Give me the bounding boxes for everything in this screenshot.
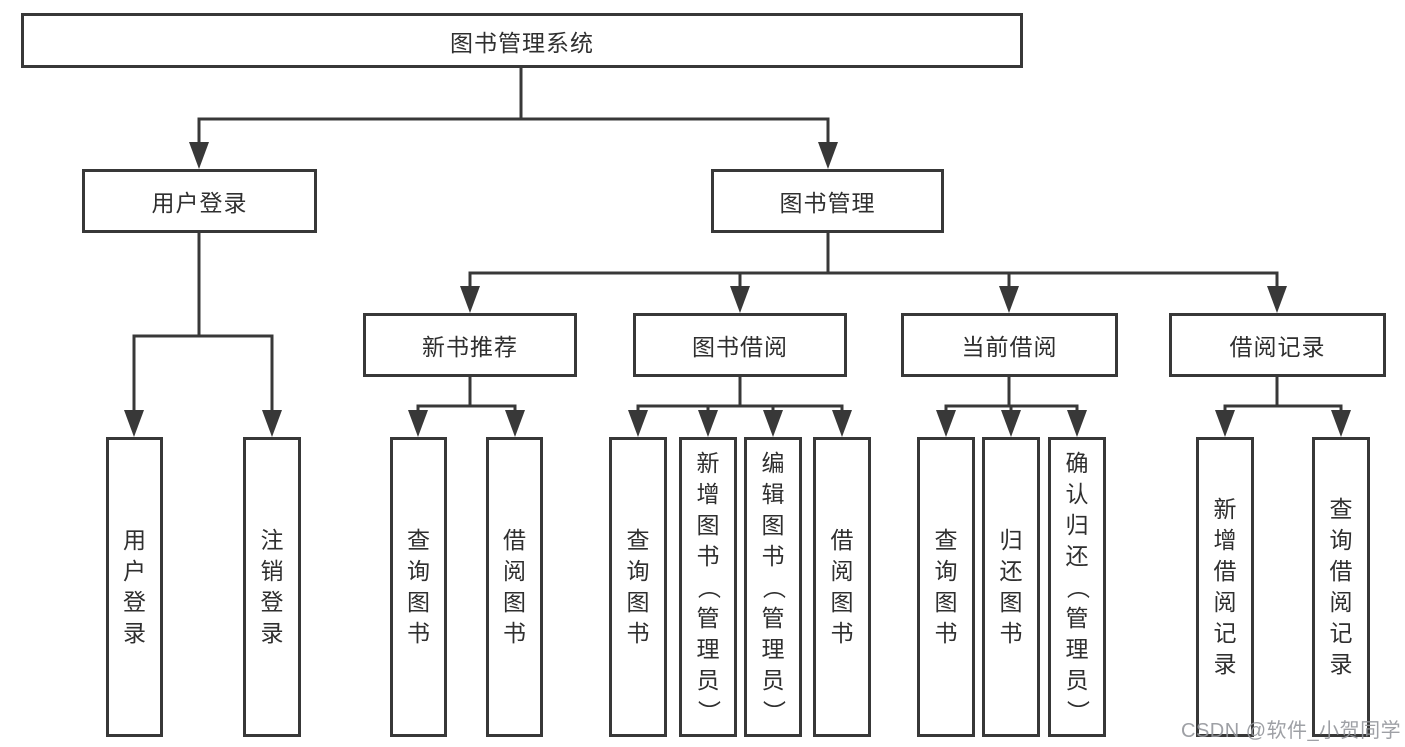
leaf-borrow-books: 借阅图书 bbox=[813, 437, 871, 737]
arrow-down-icon bbox=[408, 410, 428, 437]
arrow-down-icon bbox=[999, 286, 1019, 313]
leaf-logout: 注销登录 bbox=[243, 437, 301, 737]
node-borrow-records: 借阅记录 bbox=[1169, 313, 1386, 377]
node-root-system: 图书管理系统 bbox=[21, 13, 1023, 68]
leaf-user-login: 用户登录 bbox=[106, 437, 163, 737]
leaf-add-borrow-record: 新增借阅记录 bbox=[1196, 437, 1254, 737]
node-new-book-recommend: 新书推荐 bbox=[363, 313, 577, 377]
arrow-down-icon bbox=[1067, 410, 1087, 437]
arrow-down-icon bbox=[628, 410, 648, 437]
arrow-down-icon bbox=[1267, 286, 1287, 313]
leaf-query-books-recommend: 查询图书 bbox=[390, 437, 447, 737]
arrow-down-icon bbox=[730, 286, 750, 313]
node-book-management: 图书管理 bbox=[711, 169, 944, 233]
arrow-down-icon bbox=[1001, 410, 1021, 437]
csdn-watermark: CSDN @软件_小贺同学 bbox=[1181, 720, 1402, 742]
arrow-down-icon bbox=[763, 410, 783, 437]
arrow-down-icon bbox=[698, 410, 718, 437]
leaf-query-books-current: 查询图书 bbox=[917, 437, 975, 737]
arrow-down-icon bbox=[460, 286, 480, 313]
arrow-down-icon bbox=[1215, 410, 1235, 437]
leaf-edit-books-admin: 编辑图书（管理员） bbox=[744, 437, 802, 737]
node-book-borrow: 图书借阅 bbox=[633, 313, 847, 377]
leaf-query-borrow-record: 查询借阅记录 bbox=[1312, 437, 1370, 737]
arrow-down-icon bbox=[818, 142, 838, 169]
arrow-down-icon bbox=[124, 410, 144, 437]
arrow-down-icon bbox=[262, 410, 282, 437]
leaf-query-books-borrow: 查询图书 bbox=[609, 437, 667, 737]
node-current-borrow: 当前借阅 bbox=[901, 313, 1118, 377]
leaf-borrow-books-recommend: 借阅图书 bbox=[486, 437, 543, 737]
arrow-down-icon bbox=[189, 142, 209, 169]
leaf-return-books: 归还图书 bbox=[982, 437, 1040, 737]
arrow-down-icon bbox=[936, 410, 956, 437]
leaf-confirm-return-admin: 确认归还（管理员） bbox=[1048, 437, 1106, 737]
arrow-down-icon bbox=[832, 410, 852, 437]
leaf-add-books-admin: 新增图书（管理员） bbox=[679, 437, 737, 737]
arrow-down-icon bbox=[1331, 410, 1351, 437]
arrow-down-icon bbox=[505, 410, 525, 437]
node-user-login: 用户登录 bbox=[82, 169, 317, 233]
